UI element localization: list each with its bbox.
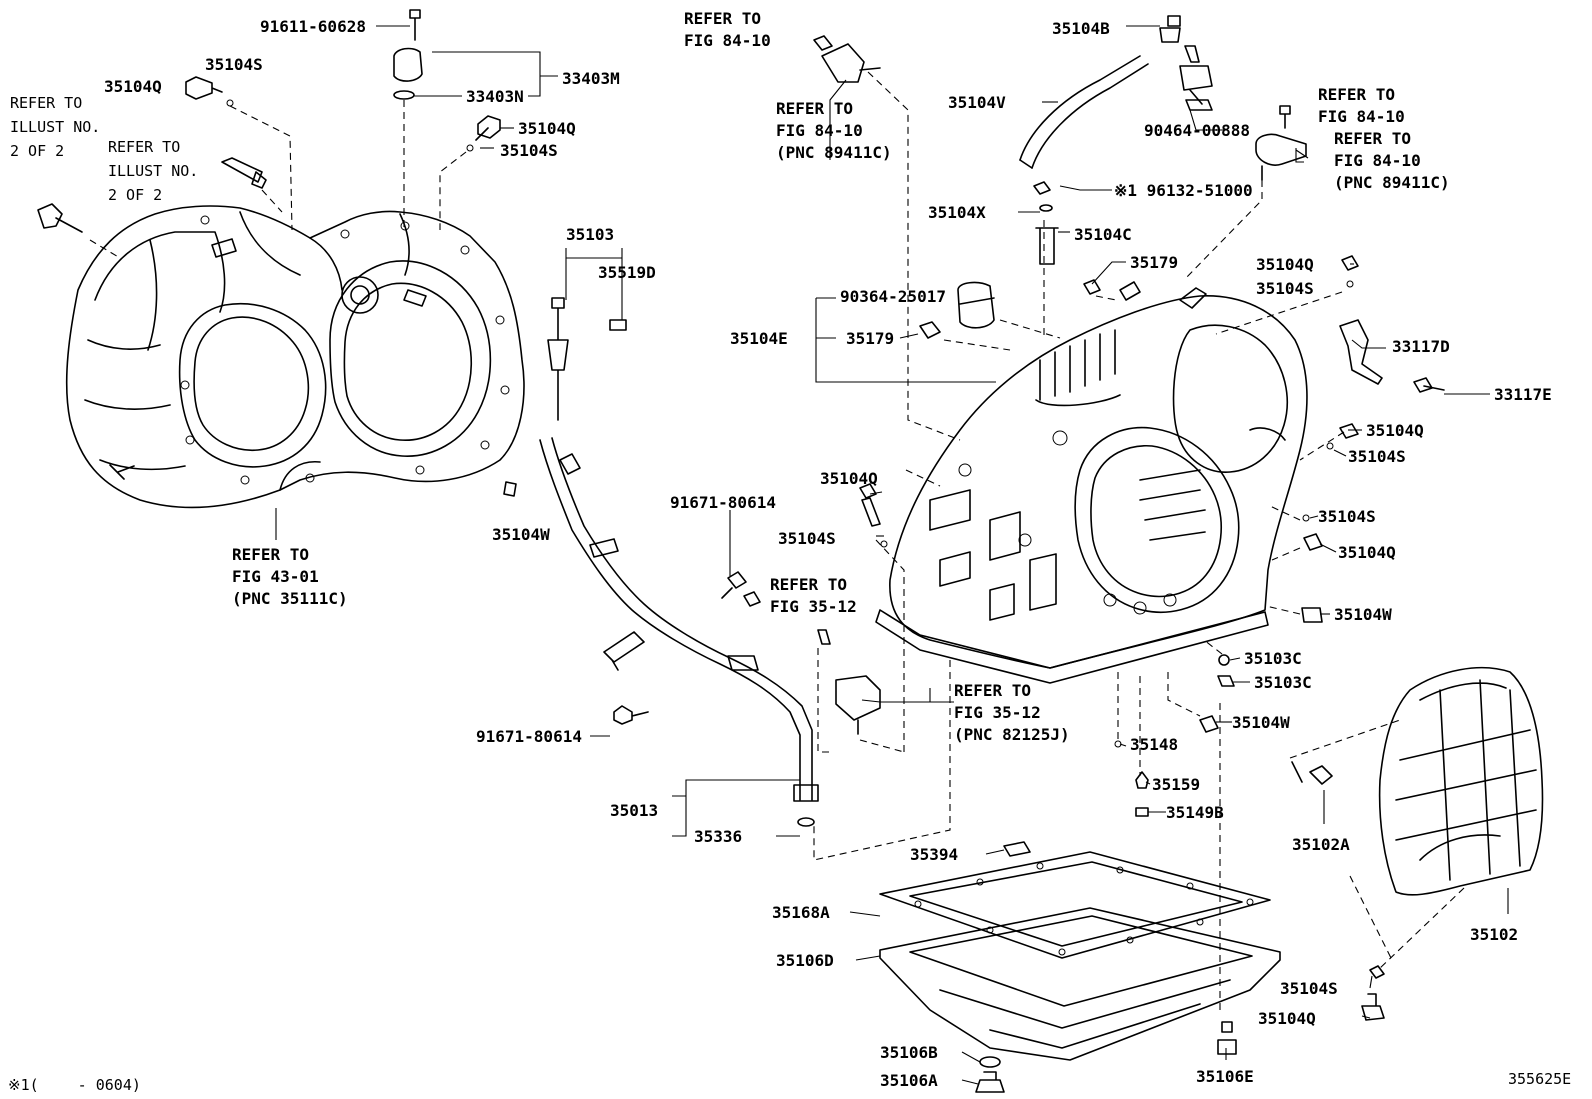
side-cover-drawing: [1291, 666, 1544, 1021]
bolt-35104q-mid: [475, 115, 501, 141]
part-label: 33117D: [1392, 337, 1450, 356]
part-label: 35104Q: [1366, 421, 1424, 440]
part-label: 35168A: [772, 903, 830, 922]
magnet-35394: [1003, 841, 1031, 857]
part-label: 35104S: [1318, 507, 1376, 526]
part-label: ※1 96132-51000: [1114, 181, 1253, 200]
part-label: 91611-60628: [260, 17, 366, 36]
part-label: 35106A: [880, 1071, 938, 1090]
part-label: 90364-25017: [840, 287, 946, 306]
part-label: 35104W: [1232, 713, 1290, 732]
reference-note: REFER TO FIG 35-12 (PNC 82125J): [954, 681, 1070, 744]
part-label: 35159: [1152, 775, 1200, 794]
part-label: 35179: [846, 329, 894, 348]
reference-note: REFER TO ILLUST NO. 2 OF 2: [10, 94, 109, 160]
part-label: 33117E: [1494, 385, 1552, 404]
part-label: 35104Q: [1256, 255, 1314, 274]
reference-notes: REFER TO ILLUST NO. 2 OF 2 REFER TO ILLU…: [10, 9, 1450, 744]
figure-id: 355625E: [1508, 1070, 1571, 1088]
sensor-33403m: [393, 47, 423, 82]
part-label: 35104S: [500, 141, 558, 160]
transmission-case-drawing: [875, 281, 1308, 684]
dowel-35104w-left: [503, 481, 517, 497]
part-label: 35104S: [205, 55, 263, 74]
part-label: 35104X: [928, 203, 986, 222]
part-label: 35104S: [1280, 979, 1338, 998]
bolt-35104q-top: [185, 76, 223, 100]
part-label: 35104W: [1334, 605, 1392, 624]
part-label: 35104E: [730, 329, 788, 348]
reference-note: REFER TO FIG 35-12: [770, 575, 857, 616]
part-label: 35104Q: [104, 77, 162, 96]
footnote: ※1( - 0604): [8, 1076, 141, 1094]
part-label: 35104S: [1348, 447, 1406, 466]
part-label: 35104W: [492, 525, 550, 544]
part-label: 33403M: [562, 69, 620, 88]
part-label: 35104C: [1074, 225, 1132, 244]
leader-lines: [275, 25, 1509, 1085]
part-label: 91671-80614: [476, 727, 582, 746]
connector-35104b: [1159, 15, 1181, 43]
part-label: 35519D: [598, 263, 656, 282]
part-label: 35104Q: [820, 469, 878, 488]
part-label: 35104Q: [1338, 543, 1396, 562]
part-label: 35103C: [1244, 649, 1302, 668]
reference-note: REFER TO FIG 84-10 (PNC 89411C): [1334, 129, 1450, 192]
part-label: 91671-80614: [670, 493, 776, 512]
part-label: 35102A: [1292, 835, 1350, 854]
reference-note: REFER TO FIG 84-10: [684, 9, 771, 50]
reference-note: REFER TO ILLUST NO. 2 OF 2: [108, 138, 207, 204]
bolt-upper-housing: [221, 157, 267, 189]
part-label: 35013: [610, 801, 658, 820]
dipstick-and-tube: [539, 297, 819, 827]
left-fasteners: [37, 9, 517, 497]
part-label: 35103: [566, 225, 614, 244]
part-label: 35106D: [776, 951, 834, 970]
part-label: 35102: [1470, 925, 1518, 944]
part-label: 35149B: [1166, 803, 1224, 822]
part-label: 35104Q: [518, 119, 576, 138]
bolt-left-housing: [37, 203, 83, 233]
part-label: 35336: [694, 827, 742, 846]
part-label: 35103C: [1254, 673, 1312, 692]
reference-note: REFER TO FIG 84-10 (PNC 89411C): [776, 99, 892, 162]
part-label: 35106B: [880, 1043, 938, 1062]
reference-note: REFER TO FIG 43-01 (PNC 35111C): [232, 545, 348, 608]
part-label: 35104Q: [1258, 1009, 1316, 1028]
oil-pan-drawing: [879, 841, 1281, 1093]
part-label: 35394: [910, 845, 958, 864]
part-label: 35179: [1130, 253, 1178, 272]
bolt-91611-60628: [409, 9, 421, 41]
reference-note: REFER TO FIG 84-10: [1318, 85, 1405, 126]
part-label: 35104S: [1256, 279, 1314, 298]
part-label: 35148: [1130, 735, 1178, 754]
part-label: 33403N: [466, 87, 524, 106]
transaxle-housing-drawing: [65, 205, 525, 509]
part-label: 35104V: [948, 93, 1006, 112]
part-number-labels: 91611-60628 35104S 35104Q 33403M 33403N …: [104, 17, 1552, 1090]
part-label: 35104S: [778, 529, 836, 548]
part-label: 35106E: [1196, 1067, 1254, 1086]
dashed-alignment-lines: [89, 71, 1465, 1010]
part-label: 35104B: [1052, 19, 1110, 38]
right-fasteners: [743, 15, 1445, 817]
part-label: 90464-00888: [1144, 121, 1250, 140]
